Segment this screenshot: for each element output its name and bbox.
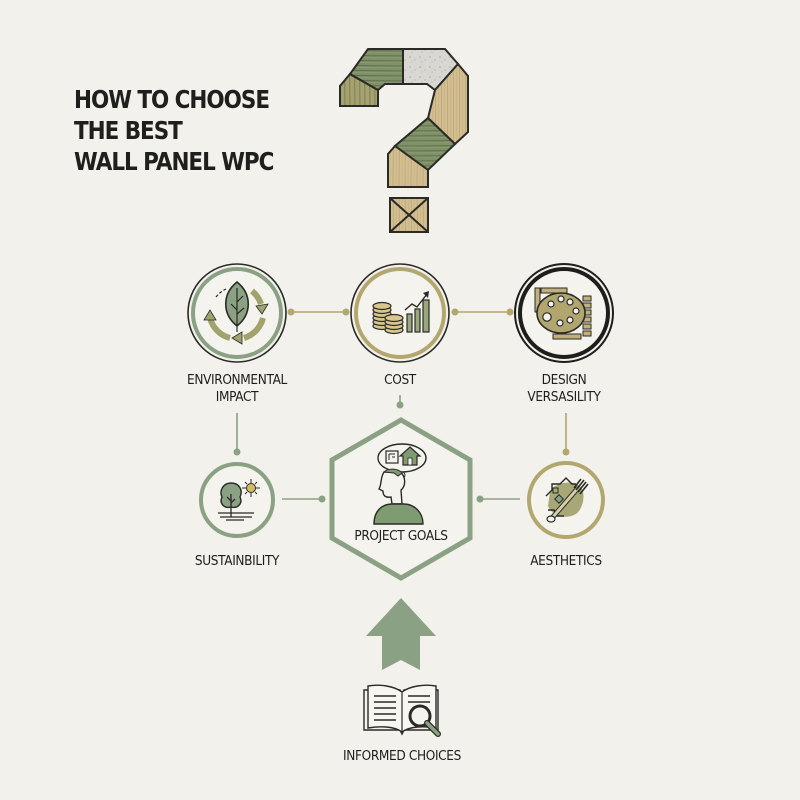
node-informed-choices: INFORMED CHOICES: [343, 684, 461, 764]
node-sustainability: SUSTAINBILITY: [195, 461, 279, 569]
page-title: HOW TO CHOOSE THE BEST WALL PANEL WPC: [74, 84, 274, 177]
up-arrow-icon: [366, 598, 436, 672]
question-mark-icon: [338, 44, 478, 234]
node-label: ENVIRONMENTAL IMPACT: [187, 372, 287, 405]
leaf-recycle-icon: [187, 263, 287, 363]
node-label: COST: [384, 372, 416, 388]
title-line-3: WALL PANEL WPC: [74, 147, 274, 176]
node-aesthetics: AESTHETICS: [526, 460, 606, 569]
node-label: PROJECT GOALS: [354, 528, 448, 544]
node-environmental-impact: ENVIRONMENTAL IMPACT: [186, 262, 288, 405]
node-label: INFORMED CHOICES: [343, 748, 461, 764]
node-label: SUSTAINBILITY: [194, 553, 280, 569]
node-project-goals: PROJECT GOALS: [328, 416, 474, 582]
hexagon-frame: [329, 417, 473, 581]
palette-panels-icon: [514, 263, 614, 363]
node-design-versatility: DESIGN VERSASILITY: [513, 262, 615, 405]
pattern-brush-icon: [527, 461, 605, 539]
node-label: AESTHETICS: [530, 553, 602, 569]
title-line-2: THE BEST: [74, 116, 183, 145]
title-line-1: HOW TO CHOOSE: [74, 85, 270, 114]
tree-sun-icon: [199, 462, 275, 538]
coins-growth-chart-icon: [350, 263, 450, 363]
node-label: DESIGN VERSASILITY: [527, 372, 601, 405]
person-thinking-house-icon: [373, 443, 427, 525]
open-book-magnifier-icon: [363, 684, 441, 737]
node-cost: COST: [349, 262, 451, 388]
